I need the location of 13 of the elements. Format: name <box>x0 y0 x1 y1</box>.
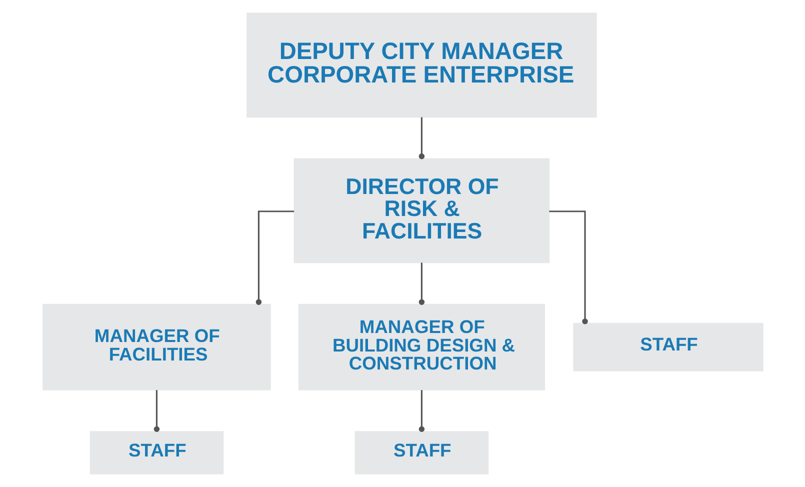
node-box: MANAGER OF FACILITIES <box>42 304 270 390</box>
connector <box>418 262 424 305</box>
node-box: STAFF <box>354 431 488 474</box>
connector <box>255 210 294 305</box>
connector <box>548 210 588 324</box>
node-box: DEPUTY CITY MANAGER CORPORATE ENTERPRISE <box>246 12 596 118</box>
node-box: STAFF <box>89 431 224 474</box>
node-box: MANAGER OF BUILDING DESIGN & CONSTRUCTION <box>298 304 544 390</box>
connector <box>418 117 424 160</box>
node-box: STAFF <box>572 322 763 372</box>
connector <box>153 390 160 432</box>
node-box: DIRECTOR OF RISK & FACILITIES <box>293 158 550 264</box>
connector <box>418 390 424 432</box>
